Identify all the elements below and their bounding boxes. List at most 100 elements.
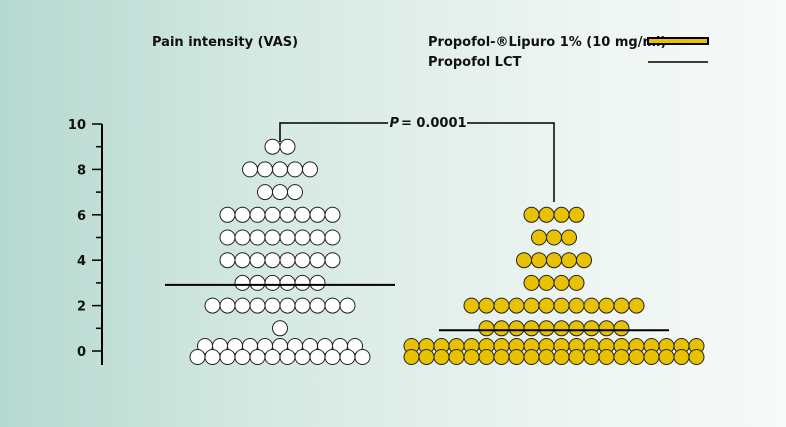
data-point-lipuro	[568, 274, 585, 291]
data-point-lct	[249, 349, 266, 365]
data-point-lipuro	[538, 320, 555, 337]
data-point-lct	[234, 274, 251, 291]
data-point-lipuro	[493, 349, 510, 365]
data-point-lct	[294, 206, 311, 223]
y-tick-label: 2	[77, 300, 86, 315]
data-point-lct	[294, 274, 311, 291]
data-point-lipuro	[561, 229, 577, 246]
data-point-lipuro	[553, 274, 570, 291]
data-point-lipuro	[508, 320, 525, 337]
data-point-lipuro	[508, 349, 525, 365]
data-point-lipuro	[538, 274, 555, 291]
data-point-lct	[302, 161, 318, 178]
data-point-lct	[219, 206, 236, 223]
data-point-lct	[279, 206, 296, 223]
data-point-lct	[234, 206, 251, 223]
data-point-lipuro	[561, 252, 577, 269]
data-point-lct	[249, 206, 266, 223]
data-point-lipuro	[658, 349, 675, 365]
data-point-lct	[287, 161, 303, 178]
data-point-lct	[279, 252, 296, 269]
data-point-lct	[309, 229, 326, 246]
data-point-lct	[309, 274, 326, 291]
data-point-lipuro	[553, 320, 570, 337]
data-point-lct	[219, 252, 236, 269]
data-point-lipuro	[538, 206, 555, 223]
data-point-lct	[204, 297, 221, 314]
data-point-lct	[324, 252, 341, 269]
data-point-lipuro	[576, 252, 592, 269]
data-point-lipuro	[538, 349, 555, 365]
legend-label-lipuro: Propofol-®Lipuro 1% (10 mg/ml)	[428, 35, 666, 50]
p-value-label: P= 0.0001	[389, 116, 466, 131]
data-point-lct	[324, 206, 341, 223]
data-point-lct	[264, 274, 281, 291]
data-point-lct	[189, 349, 206, 365]
data-point-lipuro	[568, 297, 585, 314]
data-point-lipuro	[478, 297, 495, 314]
data-point-lipuro	[598, 297, 615, 314]
data-point-lct	[339, 297, 356, 314]
data-point-lipuro	[553, 297, 570, 314]
data-point-lipuro	[523, 320, 540, 337]
data-point-lct	[339, 349, 356, 365]
data-point-lct	[309, 252, 326, 269]
data-point-lipuro	[613, 349, 630, 365]
data-point-lipuro	[568, 349, 585, 365]
data-point-lct	[234, 252, 251, 269]
data-point-lct	[257, 161, 273, 178]
data-point-lipuro	[478, 320, 495, 337]
data-point-lipuro	[688, 349, 705, 365]
p-value-bracket: P= 0.0001	[279, 116, 555, 202]
data-point-lct	[249, 297, 266, 314]
data-point-lipuro	[628, 297, 645, 314]
data-point-lct	[242, 161, 258, 178]
data-point-lipuro	[478, 349, 495, 365]
data-point-lct	[347, 338, 363, 354]
data-point-lipuro	[568, 320, 585, 337]
legend-swatch-lipuro	[647, 37, 709, 45]
data-point-lipuro	[493, 297, 510, 314]
data-point-lct	[249, 274, 266, 291]
data-point-lipuro	[628, 349, 645, 365]
data-point-lipuro	[546, 229, 562, 246]
data-point-lct	[264, 252, 281, 269]
data-point-lipuro	[568, 206, 585, 223]
y-tick-label: 4	[77, 254, 86, 269]
data-point-lct	[279, 138, 296, 155]
data-point-lct	[324, 229, 341, 246]
data-point-lipuro	[433, 349, 450, 365]
data-point-lct	[272, 320, 288, 337]
data-point-lct	[279, 297, 296, 314]
data-point-lct	[219, 229, 236, 246]
data-point-lipuro	[403, 349, 420, 365]
data-point-lct	[324, 349, 341, 365]
data-point-lct	[294, 297, 311, 314]
data-point-lipuro	[546, 252, 562, 269]
data-point-lct	[264, 206, 281, 223]
data-point-lipuro	[553, 349, 570, 365]
data-point-lipuro	[523, 274, 540, 291]
data-point-lipuro	[583, 349, 600, 365]
data-point-lct	[294, 229, 311, 246]
bracket-line	[279, 122, 555, 202]
data-point-lipuro	[531, 252, 547, 269]
data-point-lipuro	[583, 297, 600, 314]
data-point-lipuro	[583, 320, 600, 337]
y-tick-label: 8	[77, 163, 86, 178]
data-point-lct	[324, 297, 341, 314]
data-point-lct	[279, 349, 296, 365]
data-point-lct	[309, 206, 326, 223]
data-point-lipuro	[598, 349, 615, 365]
data-point-lipuro	[643, 349, 660, 365]
data-point-lct	[204, 349, 221, 365]
data-point-lipuro	[538, 297, 555, 314]
data-point-lipuro	[523, 297, 540, 314]
data-point-lct	[294, 349, 311, 365]
data-point-lct	[309, 297, 326, 314]
data-point-lct	[264, 297, 281, 314]
data-point-lct	[294, 252, 311, 269]
data-point-lct	[272, 184, 288, 201]
